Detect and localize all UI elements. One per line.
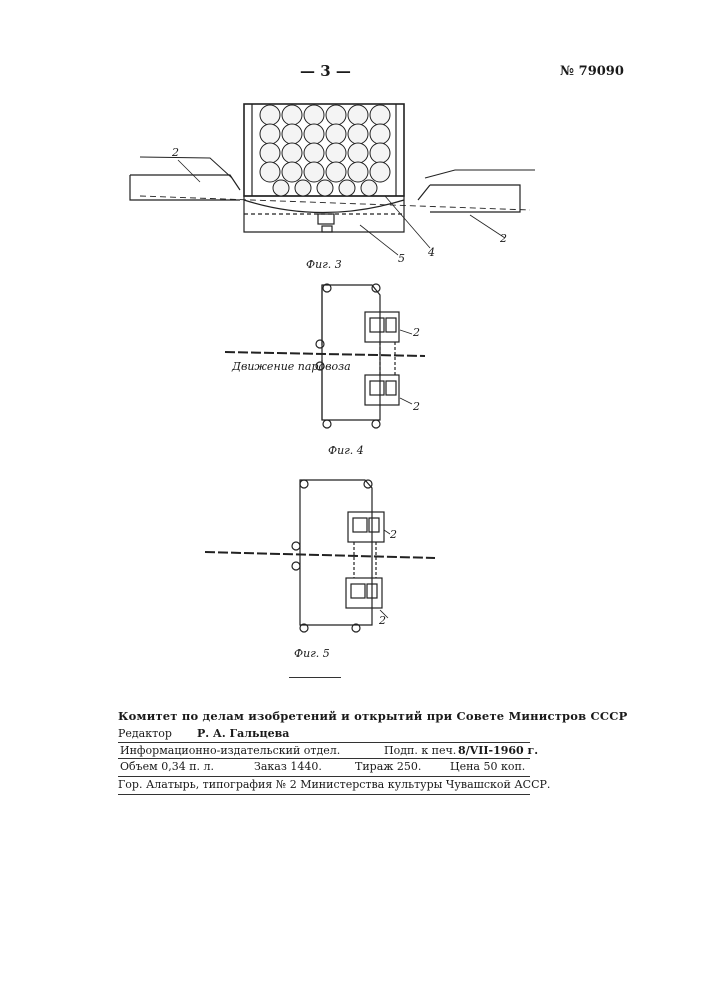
separator-rule bbox=[289, 677, 341, 678]
printing-house-text: Гор. Алатырь, типография № 2 Министерств… bbox=[118, 778, 550, 791]
fig5-label-2-bottom: 2 bbox=[379, 614, 386, 627]
imprint-rule bbox=[118, 742, 530, 743]
signed-date: 8/VII-1960 г. bbox=[458, 744, 538, 757]
fig4-caption: Фиг. 4 bbox=[328, 444, 364, 457]
figure-4-drawing bbox=[225, 284, 425, 428]
imprint-rule bbox=[118, 758, 530, 759]
fig4-label-2-top: 2 bbox=[413, 326, 420, 339]
department-text: Информационно-издательский отдел. bbox=[120, 744, 340, 757]
fig4-label-2-bottom: 2 bbox=[413, 400, 420, 413]
fig3-label-5: 5 bbox=[398, 252, 405, 265]
fig5-caption: Фиг. 5 bbox=[294, 647, 330, 660]
editor-label: Редактор bbox=[118, 727, 172, 740]
order-text: Заказ 1440. bbox=[254, 760, 322, 773]
fig3-caption: Фиг. 3 bbox=[306, 258, 342, 271]
price-text: Цена 50 коп. bbox=[450, 760, 525, 773]
committee-title: Комитет по делам изобретений и открытий … bbox=[118, 709, 627, 723]
fig3-label-2-left: 2 bbox=[172, 146, 179, 159]
fig3-label-2-right: 2 bbox=[500, 232, 507, 245]
editor-name: Р. А. Гальцева bbox=[197, 727, 289, 740]
fig3-label-4: 4 bbox=[428, 246, 435, 259]
figure-5-drawing bbox=[205, 480, 435, 632]
print-run-text: Тираж 250. bbox=[355, 760, 421, 773]
locomotive-motion-label: Движение паровоза bbox=[232, 360, 351, 373]
logs-stack bbox=[260, 105, 390, 196]
imprint-rule bbox=[118, 776, 530, 777]
signed-label: Подп. к печ. bbox=[384, 744, 456, 757]
volume-text: Объем 0,34 п. л. bbox=[120, 760, 214, 773]
fig5-label-2-top: 2 bbox=[390, 528, 397, 541]
imprint-rule bbox=[118, 794, 530, 795]
